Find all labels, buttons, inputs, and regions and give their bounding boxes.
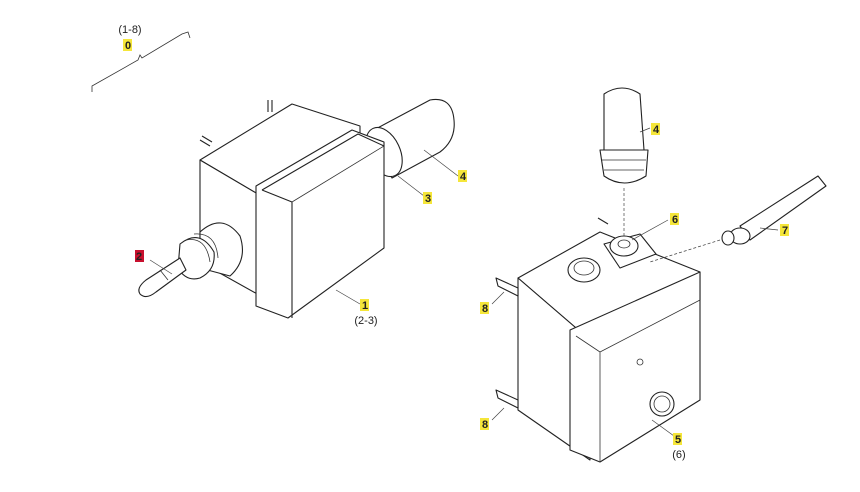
callout-1[interactable]: 1 (2-3): [354, 299, 378, 327]
joystick-assembly: [138, 98, 455, 319]
callout-4-label: 4: [653, 124, 660, 136]
callout-7-label: 7: [782, 225, 788, 237]
callout-4-right[interactable]: 4: [651, 123, 660, 136]
callout-7[interactable]: 7: [780, 224, 789, 237]
connector-rod: [649, 175, 827, 263]
callout-4-label: 4: [460, 171, 467, 183]
callout-0[interactable]: (1-8) 0: [118, 24, 141, 52]
callout-3[interactable]: 3: [423, 192, 432, 205]
assembly-bracket: [91, 31, 191, 92]
callout-1-range: (2-3): [354, 315, 377, 327]
leader-lines: [149, 127, 779, 437]
indicator-lamp: [599, 87, 649, 236]
callout-0-label: 0: [125, 40, 131, 52]
callout-6[interactable]: 6: [670, 213, 679, 226]
callout-6-label: 6: [672, 214, 678, 226]
callout-5[interactable]: 5 (6): [672, 433, 686, 461]
connector-box-assembly: [495, 217, 701, 463]
callout-4-left[interactable]: 4: [458, 170, 467, 183]
callout-1-label: 1: [362, 300, 368, 312]
callout-0-range: (1-8): [118, 24, 141, 36]
callout-8-label: 8: [482, 419, 488, 431]
callout-8-top[interactable]: 8: [480, 302, 489, 315]
callout-8-label: 8: [482, 303, 488, 315]
callout-2[interactable]: 2: [135, 250, 144, 263]
callout-2-label: 2: [136, 251, 142, 263]
callout-5-label: 5: [675, 434, 681, 446]
callout-3-label: 3: [425, 193, 431, 205]
callout-8-bottom[interactable]: 8: [480, 418, 489, 431]
callout-5-range: (6): [672, 449, 685, 461]
